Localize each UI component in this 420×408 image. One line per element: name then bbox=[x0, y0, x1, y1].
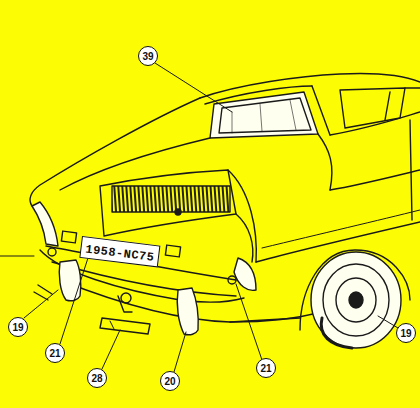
callout-text: 28 bbox=[91, 373, 102, 384]
callout-number: 39 bbox=[138, 46, 158, 66]
callout-text: 39 bbox=[142, 51, 153, 62]
callout-text: 19 bbox=[400, 328, 411, 339]
plate-number: 1958-NC75 bbox=[85, 243, 156, 265]
callout-number: 21 bbox=[45, 343, 65, 363]
callout-number: 20 bbox=[160, 371, 180, 391]
callout-text: 20 bbox=[164, 376, 175, 387]
callout-text: 19 bbox=[12, 322, 23, 333]
licence-plate: 1958-NC75 bbox=[79, 236, 160, 268]
callout-number: 21 bbox=[256, 358, 276, 378]
callout-number: 28 bbox=[87, 368, 107, 388]
callout-text: 21 bbox=[49, 348, 60, 359]
callout-text: 21 bbox=[260, 363, 271, 374]
callout-number: 19 bbox=[396, 323, 416, 343]
callout-number: 19 bbox=[8, 317, 28, 337]
